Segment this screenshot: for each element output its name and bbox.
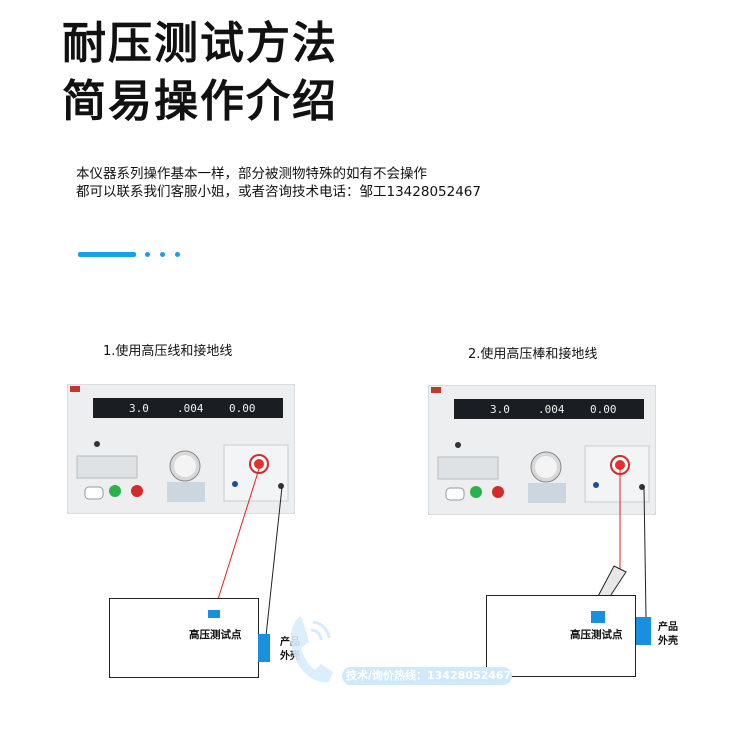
intro-line-2: 都可以联系我们客服小姐，或者咨询技术电话：邹工13428052467 (76, 184, 481, 200)
phone-icon (290, 616, 333, 683)
hotline-banner: 技术/询价热线：13428052467 (342, 667, 512, 685)
product-box-2 (486, 595, 636, 677)
hv-test-point-marker-2 (591, 611, 605, 623)
intro-line-1: 本仪器系列操作基本一样，部分被测物特殊的如有不会操作 (76, 166, 427, 182)
svg-text:.004: .004 (538, 403, 565, 416)
title-line-2: 简易操作介绍 (62, 76, 338, 127)
product-shell-label-1: 产品 外壳 (280, 637, 300, 662)
svg-text:3.0: 3.0 (490, 403, 510, 416)
svg-text:0.00: 0.00 (229, 402, 256, 415)
title-line-1: 耐压测试方法 (62, 18, 338, 69)
hv-test-point-label-1: 高压测试点 (189, 629, 242, 641)
ground-clip-1 (258, 634, 270, 662)
svg-text:3.0: 3.0 (129, 402, 149, 415)
hv-test-point-label-2: 高压测试点 (570, 629, 623, 641)
accent-dot (160, 252, 165, 257)
step-1-label: 1.使用高压线和接地线 (103, 344, 233, 359)
accent-dot (175, 252, 180, 257)
ground-clip-2 (636, 617, 651, 645)
tester-device-1: 3.0 .004 0.00 (67, 384, 295, 514)
hv-test-point-marker-1 (208, 610, 220, 618)
product-shell-label-2: 产品 外壳 (658, 622, 678, 647)
svg-text:.004: .004 (177, 402, 204, 415)
accent-dot (145, 252, 150, 257)
svg-text:0.00: 0.00 (590, 403, 617, 416)
tester-device-2: 3.0 .004 0.00 (428, 385, 656, 515)
accent-bar (78, 252, 136, 257)
step-2-label: 2.使用高压棒和接地线 (468, 347, 598, 362)
